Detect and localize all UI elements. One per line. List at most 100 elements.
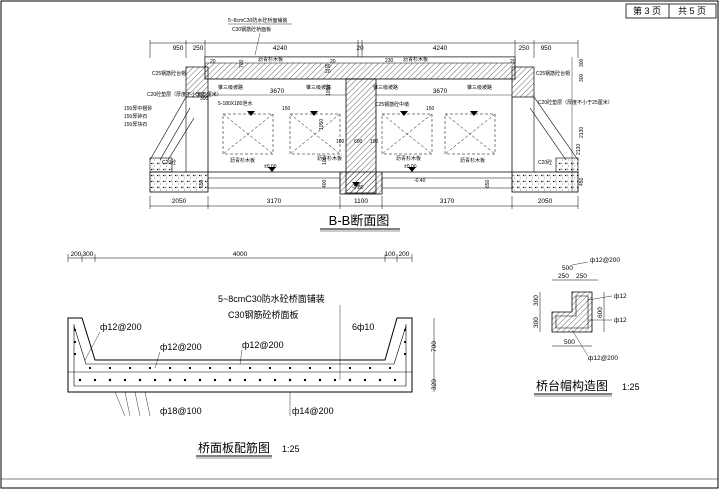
page-total: 共 5 页 [678, 6, 706, 16]
section-title: B-B断面图 [329, 213, 390, 228]
section-right-vdim-2130b: 2130 [576, 144, 582, 155]
cap-top-dim-250a: 250 [558, 273, 569, 280]
deck-note-2: C30钢筋砼桥面板 [228, 309, 299, 320]
section-level-2: ±0.00 [404, 164, 417, 170]
section-pier-dim-600: 600 [354, 139, 363, 145]
page-number: 第 3 页 [633, 5, 661, 16]
cap-detail-view: ф12@200 250 250 500 ф12 ф12 300 300 600 … [533, 257, 640, 397]
section-pier-label: C25钢筋砼中墩 [375, 101, 409, 108]
section-asphalt-label-4: 沥青杉木板 [460, 157, 485, 164]
cap-right-dim-600: 600 [597, 307, 604, 318]
section-top-note-2: C30钢筋砼桥面板 [232, 26, 271, 33]
section-slope-label-2: 锥三级坡路 [306, 84, 331, 91]
section-pier-dim-150b: 150 [426, 106, 435, 112]
section-pier-dim-100b: 100 [370, 139, 379, 145]
cap-top-dim-500: 500 [562, 265, 573, 272]
section-top-note-1: 5~8cmC30防水砼桥面铺装 [228, 17, 287, 24]
section-asphalt-label-1: 沥青杉木板 [230, 157, 255, 164]
section-asphalt-label-2: 沥青杉木板 [317, 155, 342, 162]
section-asphalt-label-top-left: 沥青杉木板 [258, 56, 283, 63]
section-opening-label: 5-180X180泄水 [218, 100, 252, 107]
section-left-vdim-500: 500 [196, 92, 205, 98]
section-left-gravel-label: 150厚碎石 [124, 113, 147, 120]
deck-rebar-label-3: ф12@200 [242, 340, 284, 350]
section-left-vdim-400: 400 [322, 179, 328, 188]
section-left-slope [149, 95, 195, 173]
section-span-dim-right: 3670 [433, 88, 448, 95]
section-asphalt-label-top-right: 沥青杉木板 [403, 56, 428, 63]
cap-right-rebar-2: ф12 [614, 317, 627, 324]
section-top-dim-950a: 950 [173, 45, 184, 52]
section-left-cap-label: C25钢筋砼台帽 [152, 70, 186, 77]
section-left-vdim-650a: 650 [199, 179, 205, 188]
section-mid-dim-20b: 20 [330, 59, 336, 65]
section-slope-label-1: 锥三级坡路 [218, 84, 243, 91]
section-level-markers [247, 111, 478, 187]
section-left-floor [207, 177, 341, 189]
deck-note-1: 5~8cmC30防水砼桥面铺装 [218, 293, 325, 304]
section-right-cap-label: C25钢筋砼台帽 [536, 70, 570, 77]
deck-top-dim-100: 100 [385, 251, 396, 258]
deck-rebar-label-5: ф18@100 [160, 406, 202, 416]
section-mid-dim-20a: 20 [210, 59, 216, 65]
section-right-vdim-300b: 300 [579, 58, 585, 67]
deck-side-dim-320: 320 [431, 379, 438, 390]
deck-rebar-label-4: 6ф10 [352, 322, 374, 332]
section-deck-paving [204, 56, 516, 64]
deck-title: 桥面板配筋图 [198, 440, 270, 455]
section-view: 5~8cmC30防水砼桥面铺装 C30钢筋砼桥面板 950 250 4240 2… [124, 17, 613, 232]
title-block: 第 3 页 共 5 页 [625, 3, 717, 19]
section-top-dim-20: 20 [356, 45, 364, 52]
cap-title: 桥台帽构造图 [536, 378, 608, 393]
cap-top-rebar: ф12@200 [590, 257, 620, 264]
cap-top-dim-250b: 250 [576, 273, 587, 280]
section-right-abutment-cap [511, 66, 535, 98]
section-top-dim-4240a: 4240 [273, 45, 288, 52]
section-pier-dim-150a: 150 [282, 106, 291, 112]
deck-top-dim-200b: 200 [399, 251, 410, 258]
section-right-cushion-label: C20砼垫层（厚度不小于25厘米） [538, 99, 613, 106]
deck-top-dim-200a: 200 [71, 251, 82, 258]
deck-rebar-label-2: ф12@200 [160, 342, 202, 352]
section-bottom-dim-2050a: 2050 [172, 198, 187, 205]
section-span-dim-left: 3670 [270, 88, 285, 95]
section-bottom-dim-3170a: 3170 [267, 198, 282, 205]
section-mid-dim-80: 80 [325, 64, 331, 70]
section-right-slope [529, 96, 579, 173]
section-box-cells [222, 113, 496, 155]
deck-bottom-rebar [73, 324, 407, 387]
section-top-dim-950b: 950 [541, 45, 552, 52]
section-right-floor [381, 177, 513, 189]
section-left-cushion-label: C20砼垫层（厚度不小于25厘米） [147, 91, 222, 98]
section-pier-dim-1050b: 1050 [326, 85, 332, 96]
deck-leader-lines [84, 331, 291, 417]
cap-right-rebar-1: ф12 [614, 293, 627, 300]
section-right-base [511, 171, 579, 193]
section-asphalt-label-3: 沥青杉木板 [396, 155, 421, 162]
section-bottom-dim-3170b: 3170 [440, 198, 455, 205]
section-top-dim-250a: 250 [193, 45, 204, 52]
section-right-vdim-300a: 300 [579, 73, 585, 82]
deck-rebar-dots [73, 328, 407, 382]
section-bottom-dim-2050b: 2050 [538, 198, 553, 205]
section-pier-dim-100a: 100 [336, 139, 345, 145]
section-pier-dim-1050a: 1050 [319, 119, 325, 130]
section-left-vdim-100: 100 [322, 156, 328, 165]
deck-top-dim-300: 300 [83, 251, 94, 258]
deck-rebar-label-6: ф14@200 [292, 406, 334, 416]
section-right-vdim-450: 450 [579, 177, 585, 186]
section-top-dim-4240b: 4240 [433, 45, 448, 52]
cap-left-dim-300b: 300 [533, 317, 540, 328]
section-left-abutment-cap [185, 66, 209, 98]
section-mid-dim-700: 700 [239, 59, 245, 68]
deck-top-dim-4000: 4000 [233, 251, 248, 258]
cap-scale: 1:25 [622, 382, 640, 392]
cap-bottom-dim-500: 500 [564, 339, 575, 346]
section-right-c20-label: C20砼 [538, 159, 552, 166]
section-slope-label-3: 锥三级坡路 [373, 84, 398, 91]
section-level-1: ±0.00 [264, 164, 277, 170]
section-level-4: -0.80 [352, 185, 364, 191]
deck-scale: 1:25 [282, 444, 300, 454]
cap-shape [551, 291, 593, 333]
